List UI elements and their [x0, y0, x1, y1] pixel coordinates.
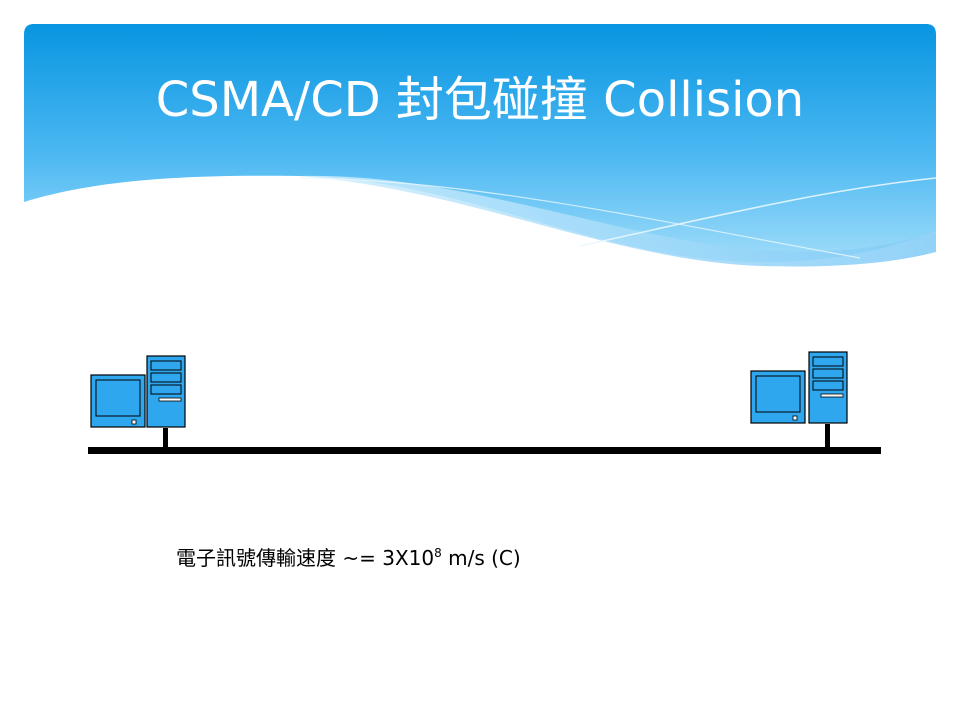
header-banner: [24, 24, 937, 267]
banner-wave-line-2: [299, 177, 861, 259]
left-drive-bay-1: [150, 360, 182, 371]
speed-caption-prefix: 電子訊號傳輸速度 ~= 3X10: [176, 546, 435, 570]
right-drive-bay-1: [812, 356, 844, 367]
right-drive-bay-3: [812, 380, 844, 391]
left-computer: [90, 355, 186, 448]
desktop-computer-icon: [750, 351, 848, 424]
right-monitor-screen: [755, 375, 801, 413]
right-computer-drop-cable: [825, 424, 830, 448]
right-monitor-button: [792, 415, 798, 421]
left-drive-bay-3: [150, 384, 182, 395]
banner-background: [24, 24, 936, 262]
right-computer: [750, 351, 848, 448]
right-tower-slot: [820, 393, 844, 398]
left-monitor-button: [131, 419, 137, 425]
left-tower-slot: [158, 397, 182, 402]
left-drive-bay-2: [150, 372, 182, 383]
speed-caption-exponent: 8: [434, 546, 442, 560]
desktop-computer-icon: [90, 355, 186, 428]
speed-caption-suffix: m/s (C): [441, 546, 521, 570]
speed-caption: 電子訊號傳輸速度 ~= 3X108 m/s (C): [176, 539, 521, 572]
banner-wave-line-1: [579, 177, 937, 247]
left-computer-drop-cable: [163, 428, 168, 448]
slide-title: CSMA/CD 封包碰撞 Collision: [155, 72, 805, 128]
bus-cable: [88, 447, 881, 454]
left-monitor-screen: [95, 379, 141, 417]
right-drive-bay-2: [812, 368, 844, 379]
banner-wave-light: [300, 175, 936, 267]
